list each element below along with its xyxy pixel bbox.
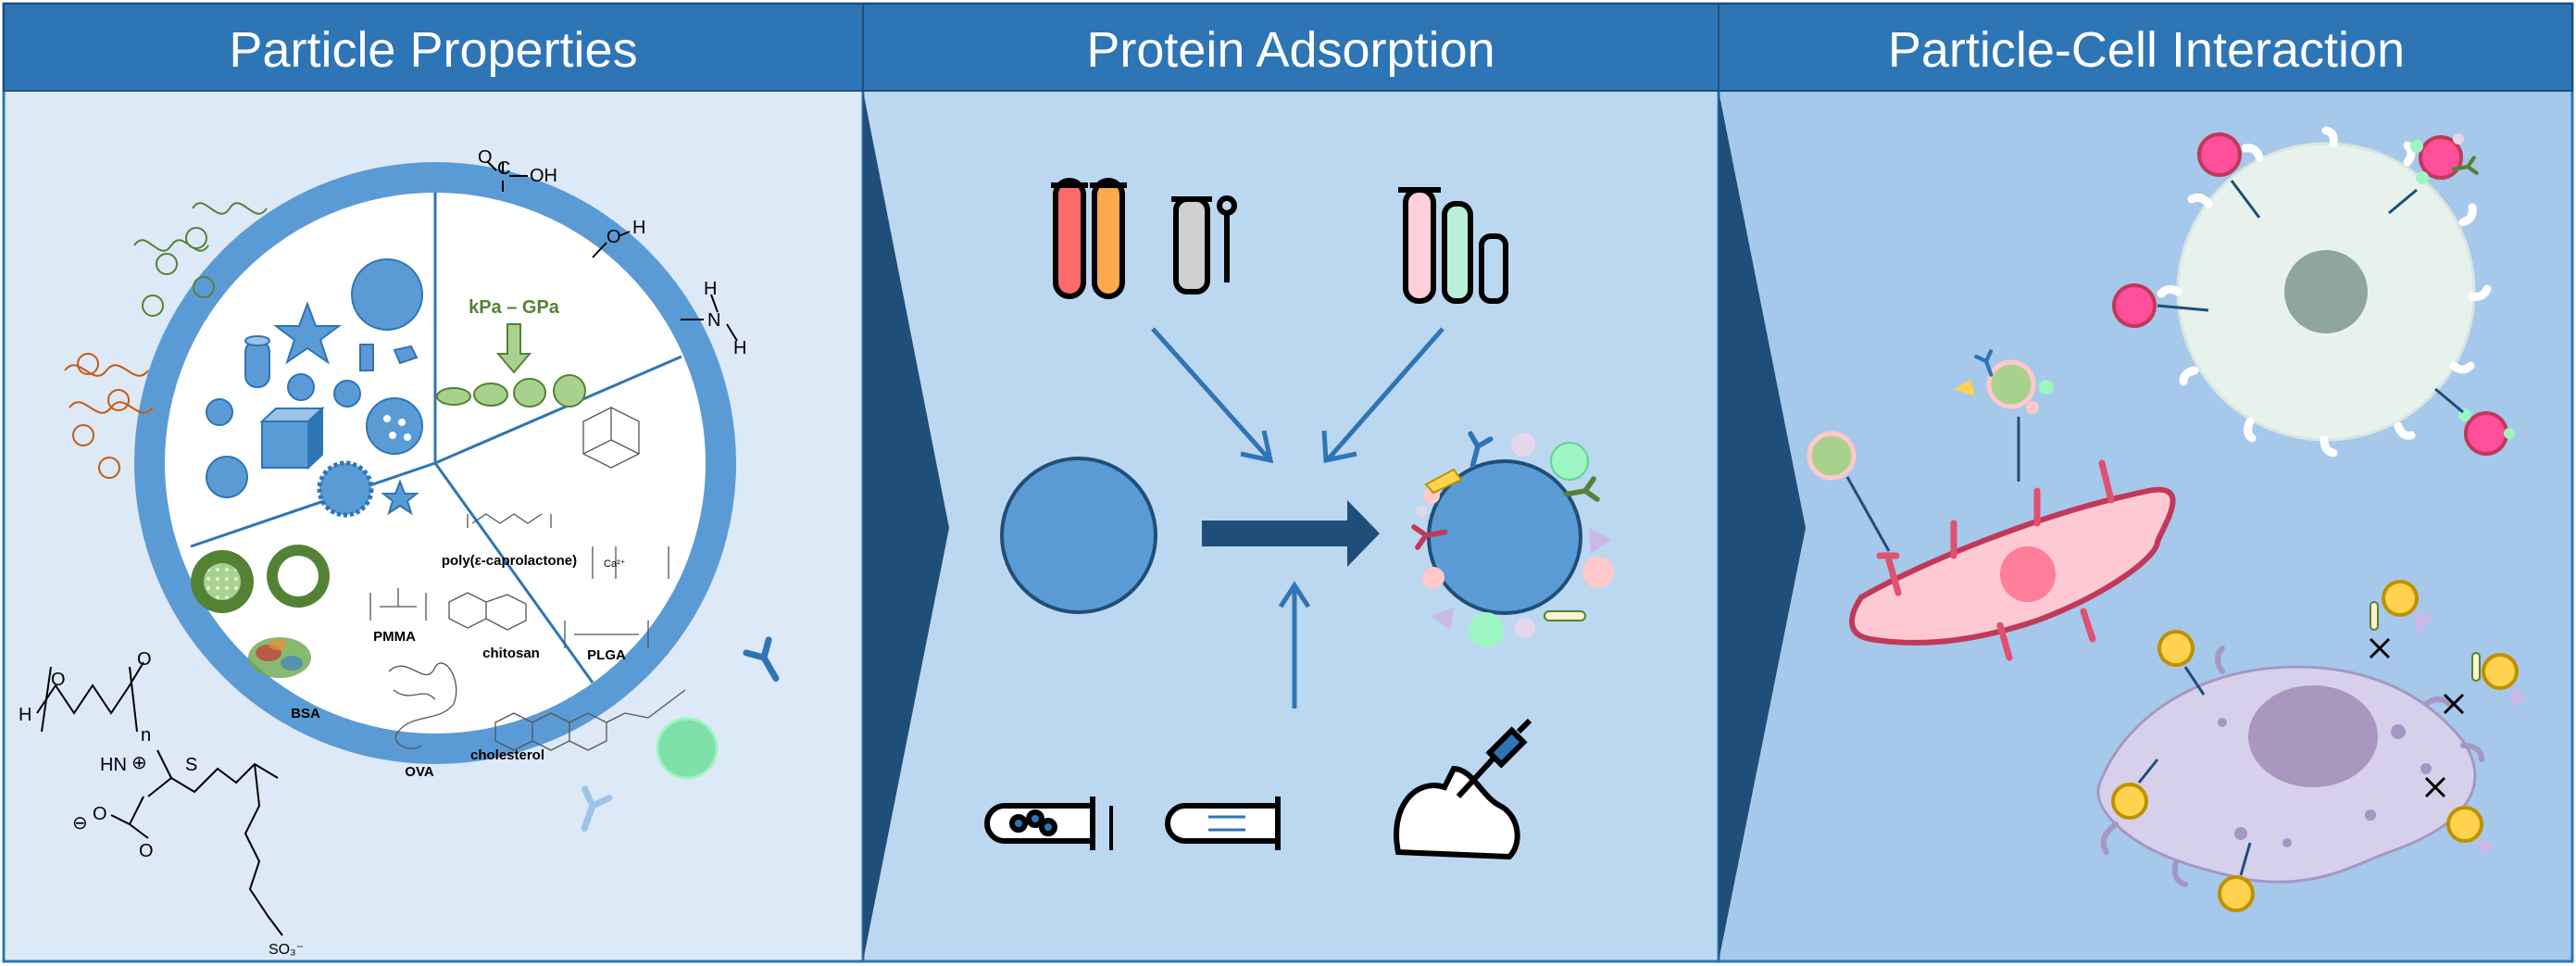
cell-arrows-bottom <box>2137 666 2252 876</box>
stiffness-label: kPa – GPa <box>469 297 560 318</box>
panel-title-protein-adsorption: Protein Adsorption <box>1086 22 1494 78</box>
shape-sector <box>206 258 423 518</box>
label-pmma: PMMA <box>373 629 416 645</box>
pressure-arrow <box>495 323 532 374</box>
input-arrows <box>1151 327 1444 709</box>
pink-cell <box>1849 459 2176 661</box>
amine-h2: H <box>733 338 746 358</box>
blocked-markers <box>2369 637 2465 798</box>
stiffness-sector: kPa – GPa <box>436 297 586 408</box>
label-cholesterol: cholesterol <box>470 747 544 763</box>
immune-cell <box>2157 126 2492 458</box>
label-chitosan: chitosan <box>482 646 540 661</box>
zwitter-o: O <box>139 841 154 861</box>
label-ova: OVA <box>405 764 434 780</box>
static-tube-icon <box>984 797 1113 850</box>
bare-particle <box>1000 457 1157 614</box>
green-particles <box>1807 359 2054 481</box>
header-bar-3 <box>1718 3 2573 92</box>
charge-markers <box>72 227 215 479</box>
label-calcium: Ca²⁺ <box>604 558 626 570</box>
test-tubes-icon <box>1398 187 1508 304</box>
carboxyl-o: O <box>478 147 493 168</box>
hydroxyl-h: H <box>632 218 645 238</box>
swab-tube-icon <box>1171 195 1237 295</box>
amine-h1: H <box>704 279 717 299</box>
chevron-2 <box>1719 91 1806 961</box>
zwitter-s: S <box>185 755 197 775</box>
panel-title-particle-cell-interaction: Particle-Cell Interaction <box>1888 22 2405 78</box>
panel-protein-adsorption <box>861 2 1720 963</box>
chevron-1 <box>863 91 949 961</box>
zwitter-nh: HN <box>100 755 127 775</box>
corona-particle <box>1416 433 1614 647</box>
sulfonate: SO₃⁻ <box>269 942 304 958</box>
macrophage <box>2096 646 2484 887</box>
zwitter-charge-minus: ⊖ <box>72 813 88 834</box>
panel-title-particle-properties: Particle Properties <box>229 22 637 78</box>
yellow-particles <box>2111 580 2528 912</box>
header-bar-1 <box>3 3 864 92</box>
mouse-injection-icon <box>1394 718 1532 860</box>
label-plga: PLGA <box>587 647 626 663</box>
protein-sphere <box>656 717 719 780</box>
peg-o2: O <box>137 649 152 670</box>
bsa-protein <box>248 637 311 678</box>
materials-sector <box>369 407 686 751</box>
cell-arrows-middle <box>1845 417 2020 552</box>
label-bsa: BSA <box>291 706 320 721</box>
label-pcl: poly(ε-caprolactone) <box>442 553 577 569</box>
star-shape <box>273 301 342 365</box>
cell-arrows-top <box>2157 180 2464 414</box>
carboxyl-oh: OH <box>530 166 557 186</box>
zwitter-charge-plus: ⊕ <box>131 753 147 773</box>
peg-n: n <box>141 725 151 746</box>
carboxyl-c: C <box>497 158 510 179</box>
hydroxyl-o: O <box>606 227 621 247</box>
coreshell-sector <box>191 545 330 613</box>
peg-h: H <box>19 705 31 725</box>
blood-tubes-icon <box>1051 178 1127 299</box>
adsorption-arrow <box>1202 500 1380 567</box>
amine-n: N <box>707 310 720 331</box>
peg-o1: O <box>51 670 66 690</box>
flow-tube-icon <box>1165 797 1281 850</box>
zwitter-ominus: O <box>93 804 107 824</box>
